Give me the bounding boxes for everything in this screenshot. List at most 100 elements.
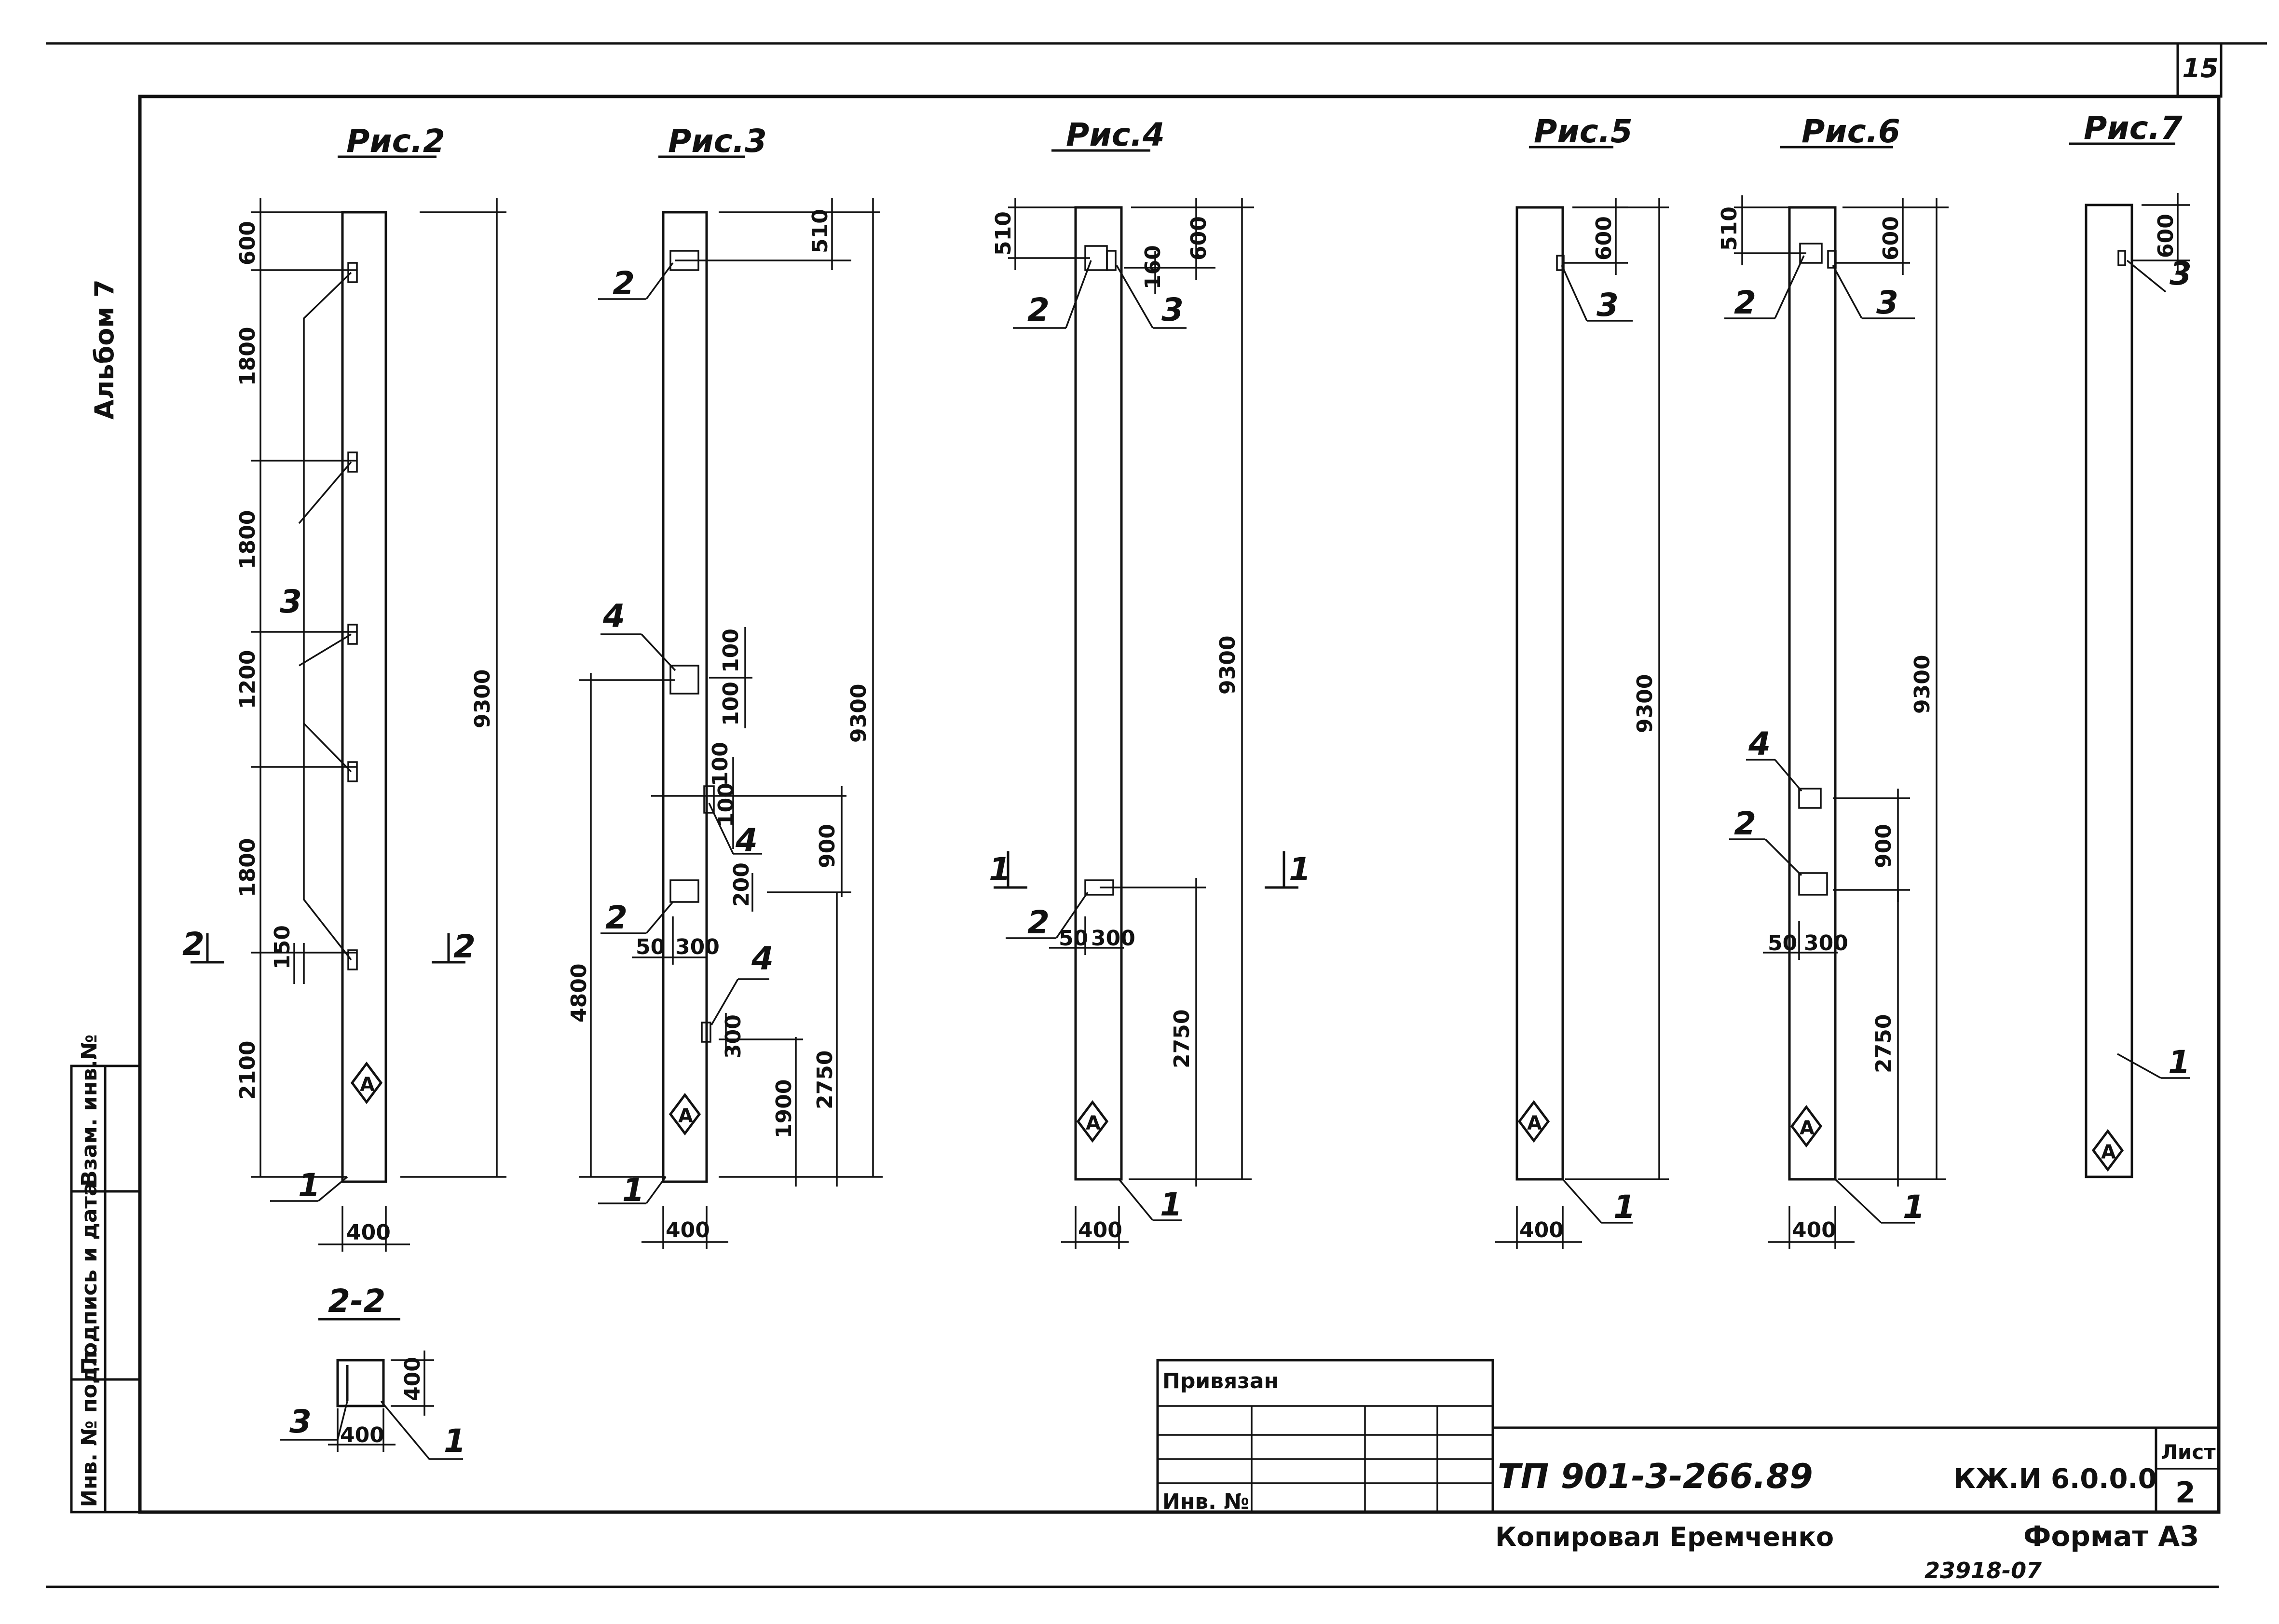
dimension-label: 100 <box>719 682 743 726</box>
position-marker: 4 <box>1748 725 1771 763</box>
figure-title: Рис.6 <box>1801 113 1900 150</box>
marking-symbol: A <box>2101 1141 2116 1163</box>
column-outline <box>341 211 387 1183</box>
dimension-label: 510 <box>991 211 1016 256</box>
marking-symbol: A <box>1800 1117 1815 1139</box>
figure-3: 510 9300 100 100 4800 100 100 900 200 50… <box>567 198 883 1249</box>
position-marker: 1 <box>444 1422 466 1460</box>
position-marker: 3 <box>1597 287 1619 324</box>
embed-plate <box>669 879 699 903</box>
section-mark: 2 <box>453 928 476 965</box>
dimension-label: 1200 <box>235 650 260 709</box>
project-code: ТП 901-3-266.89 <box>1498 1457 1813 1496</box>
dimension-label: 150 <box>270 925 295 969</box>
position-marker: 2 <box>613 265 635 302</box>
dimension-label: 400 <box>340 1423 384 1447</box>
figure-6: 510 600 9300 900 50 300 2750 400 2 3 4 2 <box>1717 195 1949 1249</box>
stamp-replacement-inv: Взам. инв.№ <box>77 1034 102 1187</box>
embed-plate <box>703 785 715 814</box>
embed-plate <box>347 949 358 970</box>
figure-4: 510 600 160 9300 50 300 2750 400 2 3 2 <box>989 198 1311 1249</box>
dimension-label: 4800 <box>567 964 591 1023</box>
position-marker: 1 <box>2168 1044 2190 1081</box>
overall-dimension: 9300 <box>1215 636 1240 695</box>
embed-plate <box>1798 788 1822 809</box>
width-dimension: 400 <box>1792 1218 1836 1242</box>
section-mark: 2 <box>182 926 205 963</box>
inv-no-label: Инв. № <box>1162 1489 1249 1514</box>
column-outline <box>2085 204 2133 1178</box>
dimension-label: 600 <box>1187 216 1211 260</box>
figure-title: Рис.7 <box>2084 109 2183 147</box>
position-marker: 2 <box>1027 291 1050 328</box>
dimension-label: 1800 <box>235 510 260 569</box>
dimension-label: 600 <box>2154 214 2178 258</box>
side-stamp: Инв. № подл. Подпись и дата Взам. инв.№ <box>70 1034 141 1514</box>
position-marker: 4 <box>735 822 758 859</box>
copied-by: Копировал Еремченко <box>1495 1522 1834 1552</box>
embed-plate <box>347 262 358 283</box>
sheet-label: Лист <box>2161 1440 2216 1464</box>
width-dimension: 400 <box>1519 1218 1564 1242</box>
position-marker: 1 <box>298 1167 320 1204</box>
dimension-label: 300 <box>721 1014 746 1059</box>
dimension-label: 50 <box>1768 931 1797 955</box>
dimension-label: 200 <box>729 862 754 907</box>
stamp-inv-podl: Инв. № подл. <box>77 1343 102 1507</box>
dimension-label: 1800 <box>235 327 260 386</box>
position-marker: 3 <box>280 583 302 620</box>
dimension-label: 1900 <box>772 1079 796 1138</box>
width-dimension: 400 <box>666 1218 710 1242</box>
marking-symbol: A <box>360 1074 375 1096</box>
embed-plate <box>2117 250 2126 266</box>
position-marker: 2 <box>1734 805 1756 842</box>
dimension-label: 100 <box>719 628 743 673</box>
section-label: 2-2 <box>328 1283 385 1320</box>
column-outline <box>1074 206 1123 1181</box>
doc-code: КЖ.И 6.0.0.0 <box>1953 1463 2157 1495</box>
embed-plate <box>701 1022 711 1043</box>
marking-symbol: A <box>1527 1112 1542 1134</box>
width-dimension: 400 <box>346 1220 391 1245</box>
dimension-label: 50 <box>1059 926 1088 951</box>
figure-title: Рис.4 <box>1066 116 1165 153</box>
position-marker: 1 <box>622 1172 644 1209</box>
archive-number: 23918-07 <box>1924 1557 2042 1583</box>
dimension-label: 300 <box>1091 926 1135 951</box>
position-marker: 3 <box>2170 255 2192 292</box>
overall-dimension: 9300 <box>470 669 495 728</box>
embed-plate <box>347 624 358 645</box>
dimension-label: 600 <box>1879 216 1903 260</box>
embed-plate <box>347 761 358 782</box>
dimension-label: 510 <box>1717 206 1742 251</box>
figure-5: 600 9300 400 3 1 A <box>1495 198 1669 1249</box>
section-2-2: 2-2 400 400 3 1 <box>280 1283 466 1460</box>
dimension-label: 300 <box>1804 931 1848 955</box>
dimension-label: 100 <box>714 783 738 827</box>
dimension-label: 50 <box>636 935 665 959</box>
stamp-signature-date: Подпись и дата <box>77 1182 102 1375</box>
dimension-label: 100 <box>708 742 733 786</box>
position-marker: 1 <box>1160 1186 1182 1223</box>
dimension-label: 510 <box>808 209 832 253</box>
position-marker: 2 <box>1734 284 1756 321</box>
sheet-number: 2 <box>2175 1476 2196 1510</box>
embed-plate <box>1106 250 1117 271</box>
overall-dimension: 9300 <box>1910 655 1935 714</box>
dimension-label: 400 <box>400 1357 425 1401</box>
dimension-label: 160 <box>1141 245 1165 289</box>
privyazan-label: Привязан <box>1162 1369 1279 1393</box>
album-label: Альбом 7 <box>89 279 120 420</box>
embed-plate <box>1798 872 1828 896</box>
dimension-label: 900 <box>815 824 840 868</box>
overall-dimension: 9300 <box>846 684 871 743</box>
embed-plate <box>1827 250 1837 269</box>
dimension-label: 900 <box>1871 824 1896 868</box>
position-marker: 4 <box>751 940 774 977</box>
dimension-label: 2750 <box>813 1051 837 1109</box>
format-label: Формат А3 <box>2023 1520 2199 1553</box>
dimension-label: 2750 <box>1170 1010 1194 1068</box>
position-marker: 4 <box>602 598 625 635</box>
section-mark: 1 <box>1289 851 1311 888</box>
dimension-label: 300 <box>675 935 720 959</box>
